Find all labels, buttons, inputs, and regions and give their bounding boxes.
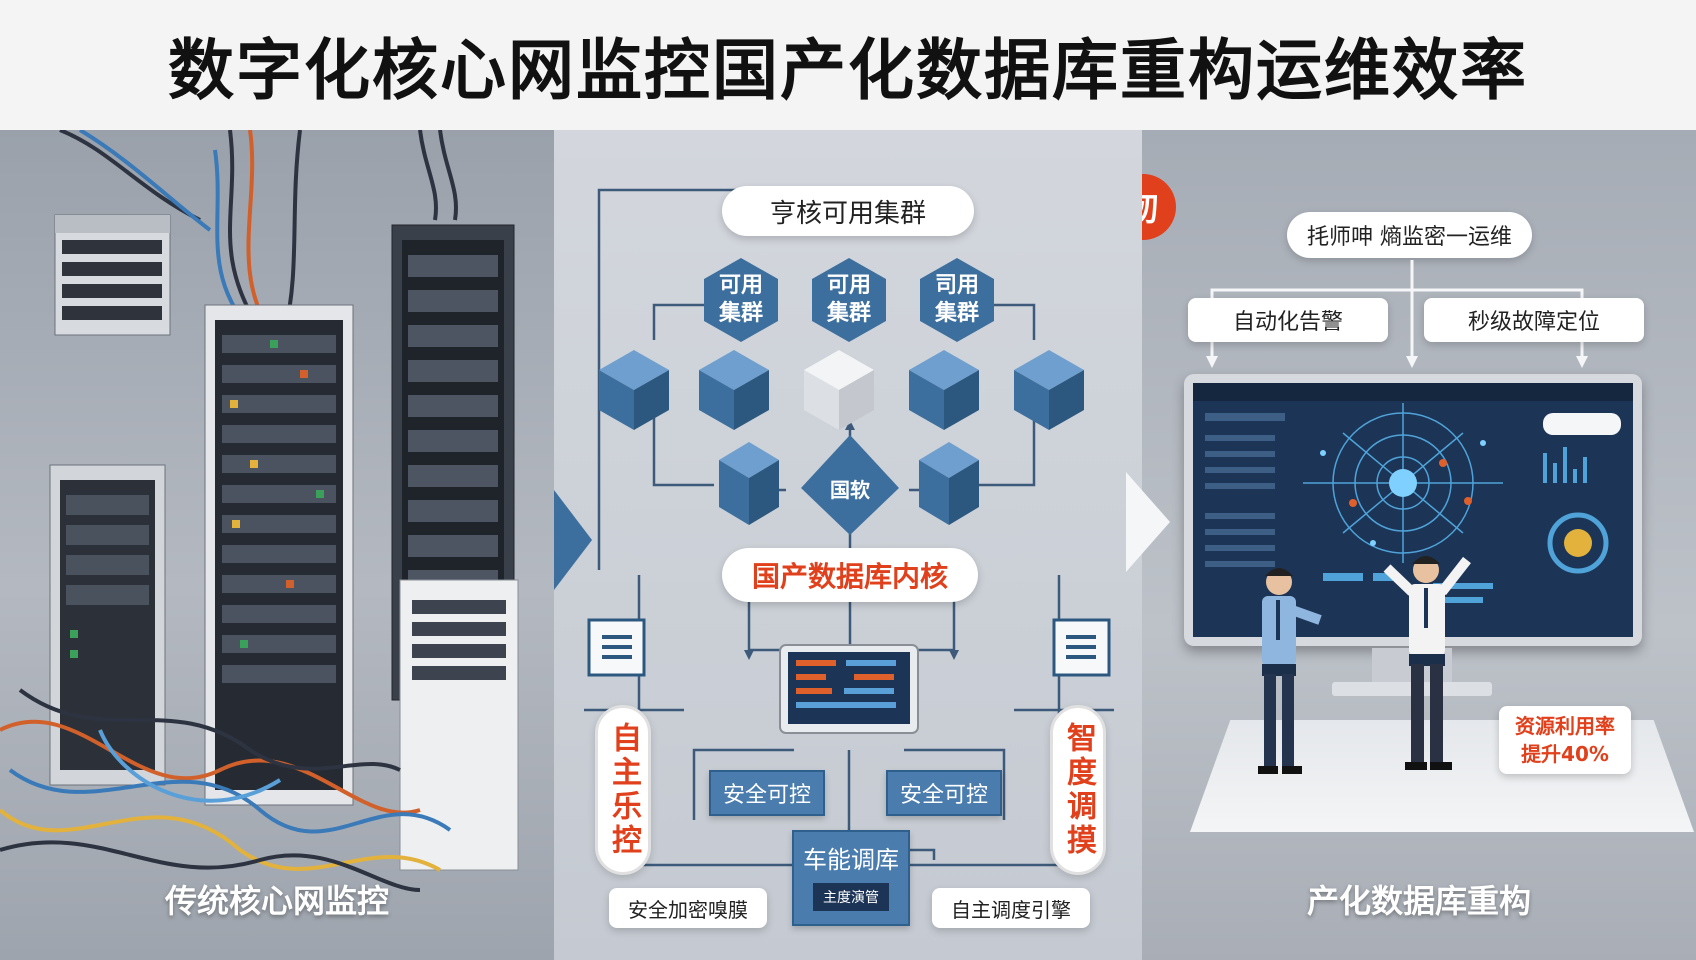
resource-utilization-callout: 资源利用率 提升40% [1499,706,1631,774]
engineers-illustration [1258,556,1471,774]
panel-caption-traditional: 传统核心网监控 [164,882,389,920]
network-icon [1052,618,1111,677]
server-racks-illustration [0,130,519,892]
arrow-right-icon [554,490,592,590]
badge-text: 㲽 [1142,190,1159,228]
unified-monitor-label: 㧌师呻 熵监密一运维 [1287,212,1532,258]
secure-control-left: 安全可控 [709,770,825,816]
title-bar: 数字化核心网监控国产化数据库重构运维效率 [0,0,1696,130]
server-doc-icon [587,618,646,677]
autonomy-text: 自主乐控 [606,722,641,858]
page-title: 数字化核心网监控国产化数据库重构运维效率 [168,32,1528,109]
encryption-label: 安全加密嗅膜 [609,888,767,928]
monitor-icon [779,644,919,734]
scheduler-engine-label: 自主调度引擎 [932,888,1090,928]
autonomy-label: 自主乐控 [595,705,651,875]
db-kernel-label: 国产数据库内核 [722,548,978,602]
architecture-connectors [584,188,1114,867]
panel-architecture: 亨核可用集群 可用集群 可用集群 司用集群 国软 国产数据库内核 自主乐控 智度… [554,130,1142,960]
core-diamond-label: 国软 [830,478,870,502]
panel-traditional: 传统核心网监控 [0,130,554,960]
arrow-right-icon [1126,472,1170,572]
smart-schedule-text: 智度调摸 [1061,722,1096,858]
scheduler-block: 车能调库 主度演管 [792,830,910,926]
scheduler-subtitle: 主度演管 [813,883,889,911]
smart-schedule-label: 智度调摸 [1050,705,1106,875]
core-diamond [801,435,899,535]
panel-restructured: 㲽 㧌师呻 熵监密一运维 自动化告警 秒级故障定位 [1142,130,1696,960]
ha-cluster-label: 亨核可用集群 [722,186,974,236]
secure-control-right: 安全可控 [886,770,1002,816]
panel-caption-restructured: 产化数据库重构 [1306,882,1531,920]
fault-locate-label: 秒级故障定位 [1424,298,1644,342]
auto-alert-label: 自动化告警 [1188,298,1388,342]
scheduler-title: 车能调库 [803,846,899,874]
